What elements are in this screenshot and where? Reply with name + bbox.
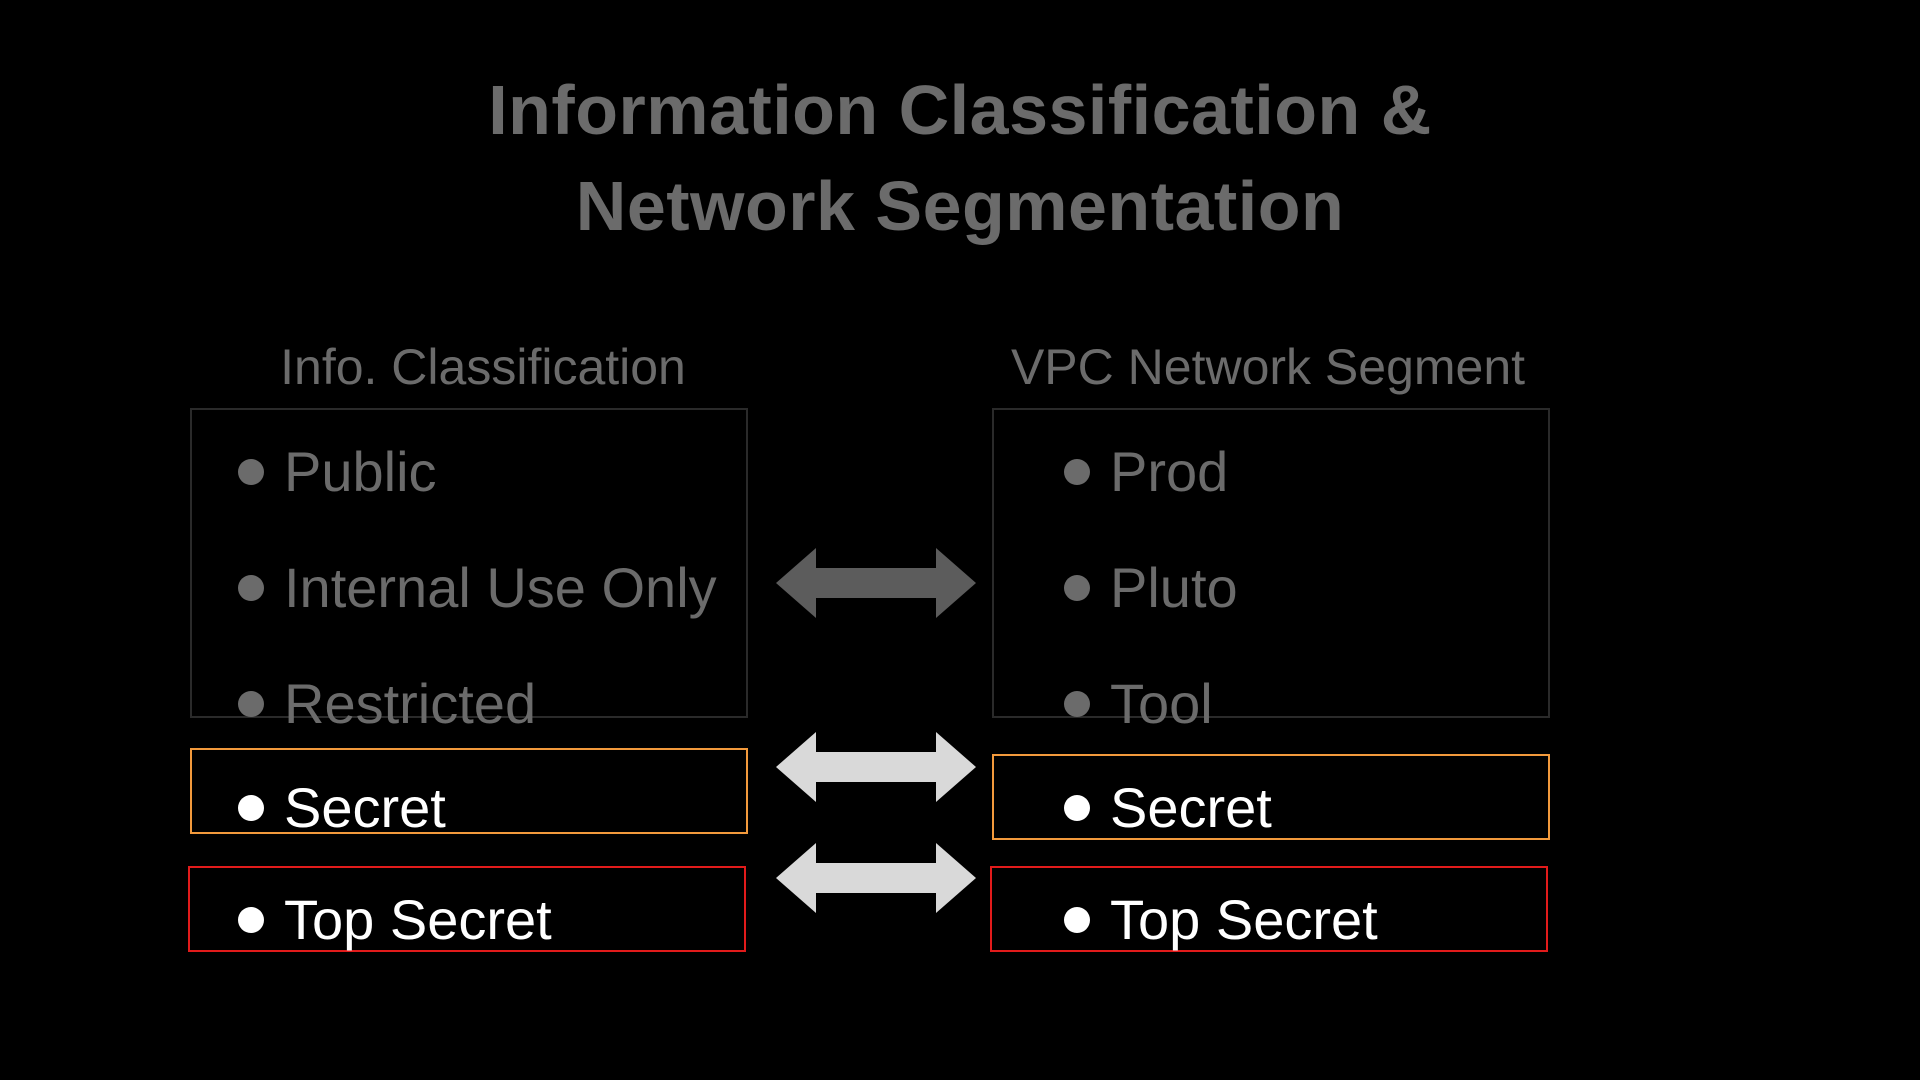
list-item: Restricted xyxy=(238,672,536,736)
bullet-icon xyxy=(238,691,264,717)
title-line-1: Information Classification & xyxy=(488,71,1432,149)
right-secret-box: Secret xyxy=(992,754,1550,840)
item-label: Pluto xyxy=(1110,556,1238,619)
double-arrow-icon xyxy=(776,732,976,802)
bullet-icon xyxy=(1064,691,1090,717)
list-item: Internal Use Only xyxy=(238,556,717,620)
item-label: Restricted xyxy=(284,672,537,735)
item-label: Tool xyxy=(1110,672,1213,735)
bullet-icon xyxy=(1064,795,1090,821)
bullet-icon xyxy=(1064,907,1090,933)
left-secret-box: Secret xyxy=(190,748,748,839)
list-item: Pluto xyxy=(1064,556,1238,620)
bullet-icon xyxy=(1064,575,1090,601)
right-top-secret-box: Top Secret xyxy=(990,866,1548,952)
bullet-icon xyxy=(238,575,264,601)
item-label: Public xyxy=(284,440,437,503)
arrow-shape-top-secret xyxy=(776,843,976,913)
item-label: Secret xyxy=(284,776,446,839)
arrow-shape-secret xyxy=(776,732,976,802)
item-label: Secret xyxy=(1110,776,1272,839)
right-column-heading: VPC Network Segment xyxy=(1010,339,1526,395)
item-label: Top Secret xyxy=(284,888,552,951)
bullet-icon xyxy=(238,795,264,821)
list-item: Secret xyxy=(1064,776,1272,840)
double-arrow-icon xyxy=(776,843,976,913)
list-item: Secret xyxy=(238,776,446,840)
item-label: Top Secret xyxy=(1110,888,1378,951)
bullet-icon xyxy=(238,907,264,933)
list-item: Top Secret xyxy=(238,888,552,952)
arrow-shape-general xyxy=(776,548,976,618)
page-title: Information Classification & Network Seg… xyxy=(0,62,1920,254)
list-item: Prod xyxy=(1064,440,1228,504)
double-arrow-icon xyxy=(776,548,976,618)
bullet-icon xyxy=(1064,459,1090,485)
list-item: Tool xyxy=(1064,672,1213,736)
right-segment-box: Prod Pluto Tool xyxy=(992,408,1550,735)
item-label: Internal Use Only xyxy=(284,556,717,619)
list-item: Top Secret xyxy=(1064,888,1378,952)
list-item: Public xyxy=(238,440,437,504)
left-column-heading: Info. Classification xyxy=(280,339,686,395)
title-line-2: Network Segmentation xyxy=(575,167,1345,245)
item-label: Prod xyxy=(1110,440,1229,503)
left-top-secret-box: Top Secret xyxy=(188,866,746,952)
bullet-icon xyxy=(238,459,264,485)
left-classification-box: Public Internal Use Only Restricted xyxy=(190,408,748,735)
